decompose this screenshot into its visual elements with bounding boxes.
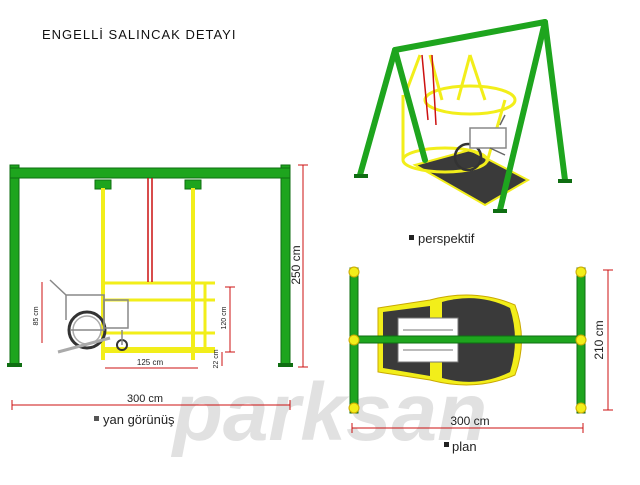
side-view-label: yan görünüş xyxy=(103,412,175,427)
perspective-label: perspektif xyxy=(418,231,475,246)
watermark-text: parksan xyxy=(171,367,488,458)
dim-side-width: 300 cm xyxy=(127,393,163,405)
side-view-bullet xyxy=(94,416,99,421)
plan-dimensions xyxy=(351,269,613,433)
side-wheelchair xyxy=(49,279,129,351)
side-top-beam xyxy=(9,167,291,179)
dim-plan-depth: 210 cm xyxy=(592,320,606,359)
dim-cage-height: 120 cm xyxy=(221,306,228,329)
perspective-floor-plate xyxy=(412,148,531,207)
plan-view xyxy=(348,266,587,414)
side-dimensions xyxy=(11,164,308,410)
perspective-cage xyxy=(401,54,517,174)
plan-top-beam xyxy=(353,335,582,344)
perspective-bullet xyxy=(409,235,414,240)
dim-ground-clearance: 22 cm xyxy=(213,349,220,368)
perspective-frame xyxy=(357,19,568,213)
side-left-post xyxy=(9,164,20,366)
side-chain xyxy=(147,178,153,282)
dim-side-height: 250 cm xyxy=(289,245,303,284)
dim-chair-height: 85 cm xyxy=(33,306,40,325)
side-view xyxy=(7,164,293,367)
perspective-wheelchair xyxy=(453,114,507,172)
dim-plan-width: 300 cm xyxy=(450,414,489,428)
plan-bullet xyxy=(444,442,449,447)
perspective-view xyxy=(354,19,572,213)
drawing-title: ENGELLİ SALINCAK DETAYI xyxy=(42,27,236,42)
dim-platform-length: 125 cm xyxy=(137,358,164,367)
side-swing-cage xyxy=(101,188,215,360)
plan-label: plan xyxy=(452,439,477,454)
